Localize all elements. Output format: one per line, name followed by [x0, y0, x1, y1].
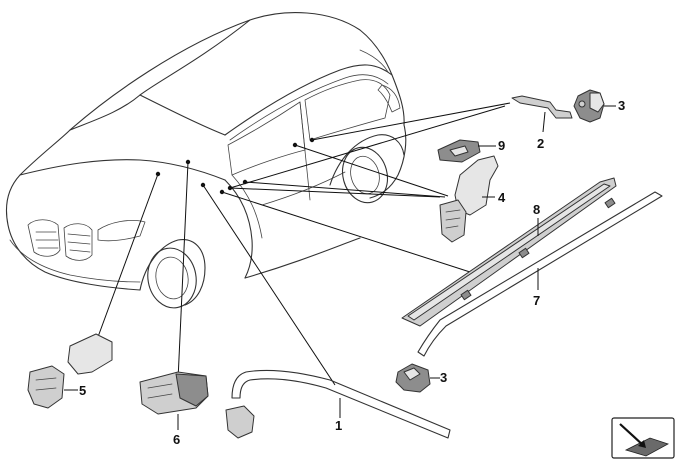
part-1-antenna-cable — [225, 369, 451, 439]
corner-nav-button[interactable] — [611, 417, 675, 459]
part-7-cable — [417, 191, 663, 357]
pickup-dot-4a — [242, 179, 248, 185]
pickup-dot-6 — [185, 159, 191, 165]
pickup-dot-5 — [155, 171, 161, 177]
leader-lines — [94, 102, 511, 386]
vehicle-outline — [5, 12, 407, 309]
callout-9: 9 — [498, 138, 505, 153]
part-4-bracket — [439, 155, 499, 243]
arrow-into-tray-icon — [619, 423, 669, 457]
pickup-dot-4b — [292, 142, 298, 148]
callout-7: 7 — [533, 293, 540, 308]
callout-labels: 2 3 9 4 8 7 3 5 6 1 — [79, 98, 625, 447]
part-5-bracket — [27, 333, 113, 409]
callout-6: 6 — [173, 432, 180, 447]
part-2-sensor-rod — [511, 95, 573, 133]
part-9-clip — [437, 139, 496, 163]
callout-3-top: 3 — [618, 98, 625, 113]
pickup-dot-2 — [227, 185, 233, 191]
part-3-connector-bottom — [395, 363, 440, 393]
part-8-long-strip — [401, 177, 617, 327]
part-3-connector-top — [573, 89, 616, 123]
callout-3-bottom: 3 — [440, 370, 447, 385]
pickup-dot-8 — [219, 189, 225, 195]
callout-4: 4 — [498, 190, 506, 205]
part-6-connector — [139, 371, 209, 430]
callout-2: 2 — [537, 136, 544, 151]
callout-1: 1 — [335, 418, 342, 433]
pickup-dot-2b — [309, 137, 315, 143]
callout-8: 8 — [533, 202, 540, 217]
pickup-dot-1 — [200, 182, 206, 188]
callout-5: 5 — [79, 383, 86, 398]
